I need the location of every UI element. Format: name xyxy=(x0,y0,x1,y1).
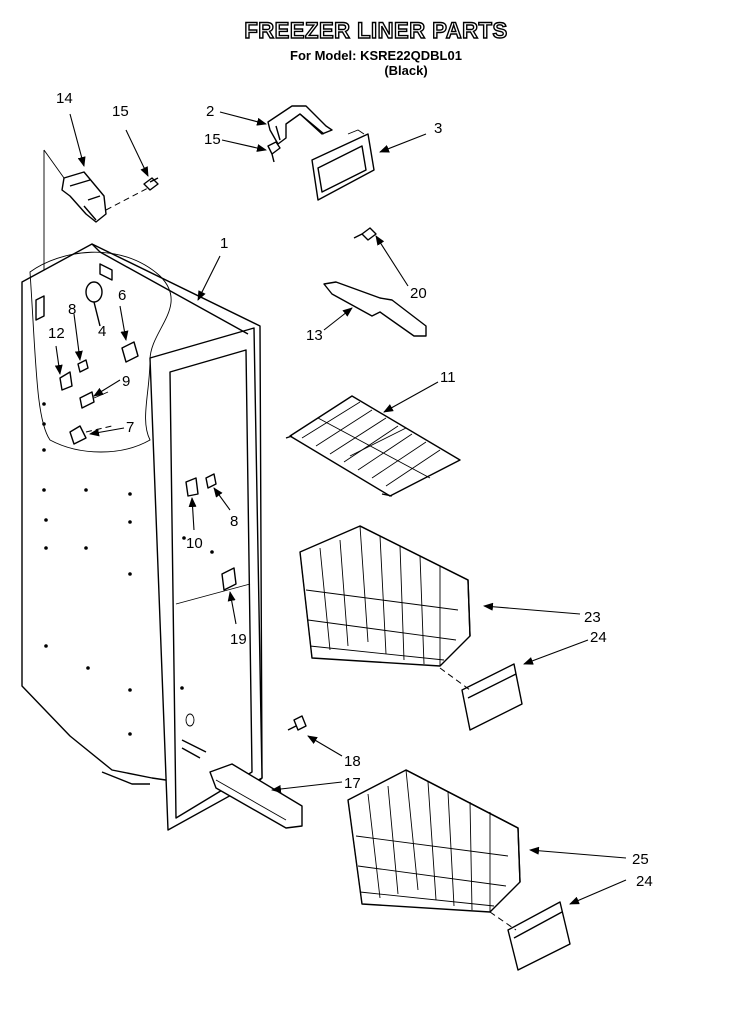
part-screw-8-left xyxy=(77,359,89,373)
label-part-24-lower: 24 xyxy=(636,873,653,890)
part-clip-12 xyxy=(59,371,73,391)
label-part-19: 19 xyxy=(230,631,247,648)
leader-arrows xyxy=(54,111,627,905)
part-basket-25 xyxy=(347,769,521,913)
part-screw-15-left xyxy=(143,177,159,191)
label-part-25: 25 xyxy=(632,851,649,868)
part-panel-3 xyxy=(311,129,375,201)
label-part-17: 17 xyxy=(344,775,361,792)
part-handle-24-lower xyxy=(489,901,571,971)
label-part-24-upper: 24 xyxy=(590,629,607,646)
label-part-6: 6 xyxy=(118,287,126,304)
diagram-title: FREEZER LINER PARTS xyxy=(244,17,508,43)
label-part-13: 13 xyxy=(306,327,323,344)
model-number: For Model: KSRE22QDBL01 xyxy=(290,48,462,63)
label-part-8-right: 8 xyxy=(230,513,238,530)
part-number-labels: 14 15 2 15 3 1 20 13 11 8 4 6 12 9 7 10 … xyxy=(48,90,653,890)
part-screw-18 xyxy=(287,715,307,731)
label-part-1: 1 xyxy=(220,235,228,252)
label-part-20: 20 xyxy=(410,285,427,302)
label-part-9: 9 xyxy=(122,373,130,390)
part-clip-10 xyxy=(185,477,199,497)
part-screw-8-right xyxy=(205,473,217,489)
label-part-10: 10 xyxy=(186,535,203,552)
model-color: (Black) xyxy=(384,63,428,78)
part-trim-17 xyxy=(209,763,303,829)
label-part-4: 4 xyxy=(98,323,106,340)
label-part-12: 12 xyxy=(48,325,65,342)
part-screw-15-top xyxy=(267,141,281,163)
part-liner-1 xyxy=(21,243,263,831)
part-screw-20 xyxy=(353,227,377,241)
part-wire-shelf-11 xyxy=(285,395,461,497)
label-part-18: 18 xyxy=(344,753,361,770)
part-handle-24-upper xyxy=(439,663,523,731)
part-hinge-2 xyxy=(267,105,333,145)
part-switch-6 xyxy=(121,341,139,363)
part-thermostat-4 xyxy=(85,281,103,327)
label-part-15-top: 15 xyxy=(204,131,221,148)
label-part-8-left: 8 xyxy=(68,301,76,318)
label-part-11: 11 xyxy=(440,369,456,386)
model-caption: For Model: KSRE22QDBL01 (Black) xyxy=(0,48,752,78)
liner-rivets xyxy=(42,402,214,736)
label-part-23: 23 xyxy=(584,609,601,626)
label-part-3: 3 xyxy=(434,120,442,137)
part-light-7 xyxy=(69,425,113,445)
part-shelf-support-13 xyxy=(323,281,427,337)
part-clip-19 xyxy=(221,567,237,591)
drain-hole xyxy=(185,713,195,727)
part-basket-23 xyxy=(299,525,471,667)
label-part-2: 2 xyxy=(206,103,214,120)
label-part-15-left: 15 xyxy=(112,103,129,120)
label-part-7: 7 xyxy=(126,419,134,436)
label-part-14: 14 xyxy=(56,90,73,107)
